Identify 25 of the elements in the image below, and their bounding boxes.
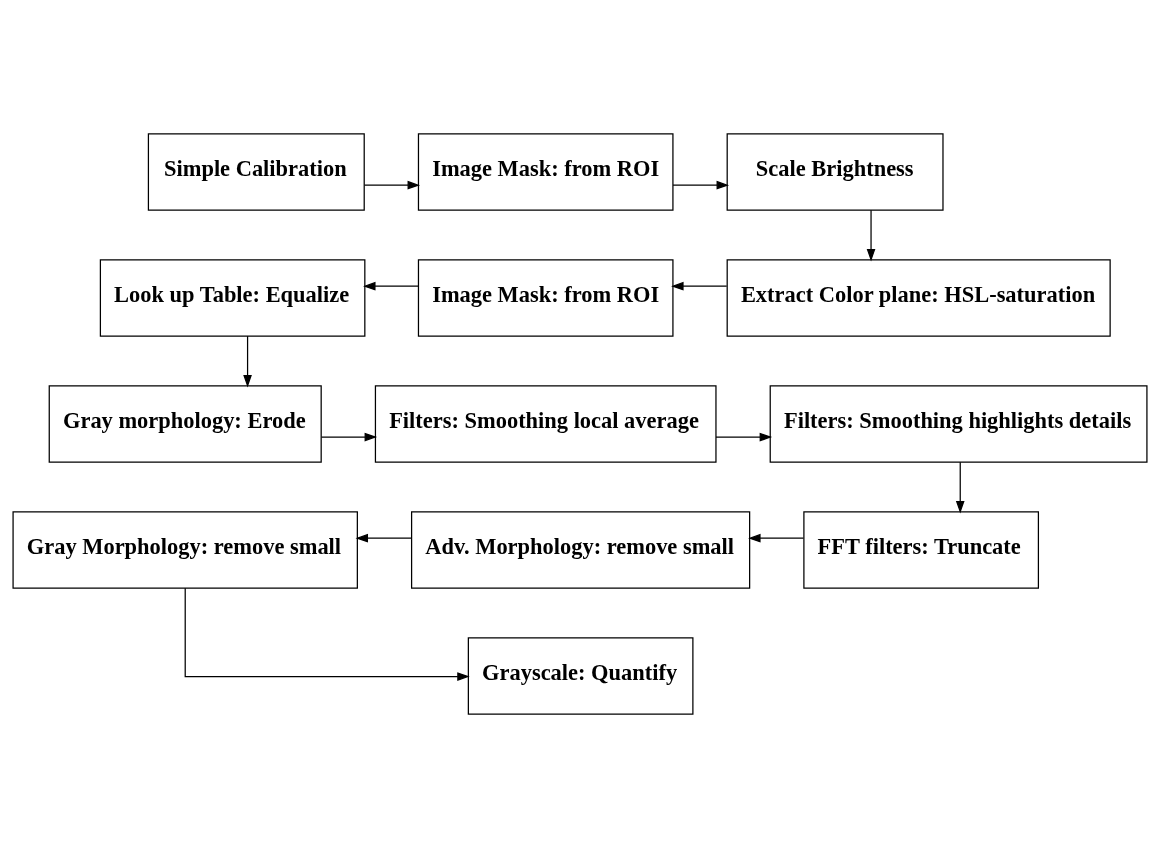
node-box: Scale Brightness — [726, 133, 944, 211]
arrow — [363, 180, 421, 190]
arrow — [320, 432, 378, 442]
arrow — [672, 180, 730, 190]
node-box: FFT filters: Truncate — [803, 511, 1040, 589]
node-box: Image Mask: from ROI — [417, 259, 674, 337]
arrow — [715, 432, 773, 442]
node-box: Adv. Morphology: remove small — [411, 511, 751, 589]
arrow — [671, 281, 728, 291]
node-box: Gray Morphology: remove small — [12, 511, 358, 589]
arrow — [748, 533, 805, 543]
node-box: Grayscale: Quantify — [467, 637, 694, 715]
node-box: Filters: Smoothing highlights details — [769, 385, 1148, 463]
node-box: Gray morphology: Erode — [48, 385, 322, 463]
node-box: Filters: Smoothing local average — [374, 385, 717, 463]
node-box: Image Mask: from ROI — [417, 133, 674, 211]
node-box: Extract Color plane: HSL-saturation — [726, 259, 1111, 337]
arrow — [243, 335, 252, 388]
node-box: Look up Table: Equalize — [99, 259, 366, 337]
arrow — [866, 209, 876, 262]
arrow — [363, 281, 419, 291]
arrow — [184, 587, 470, 681]
arrow — [355, 533, 412, 543]
node-box: Simple Calibration — [147, 133, 365, 211]
arrow — [955, 461, 965, 514]
